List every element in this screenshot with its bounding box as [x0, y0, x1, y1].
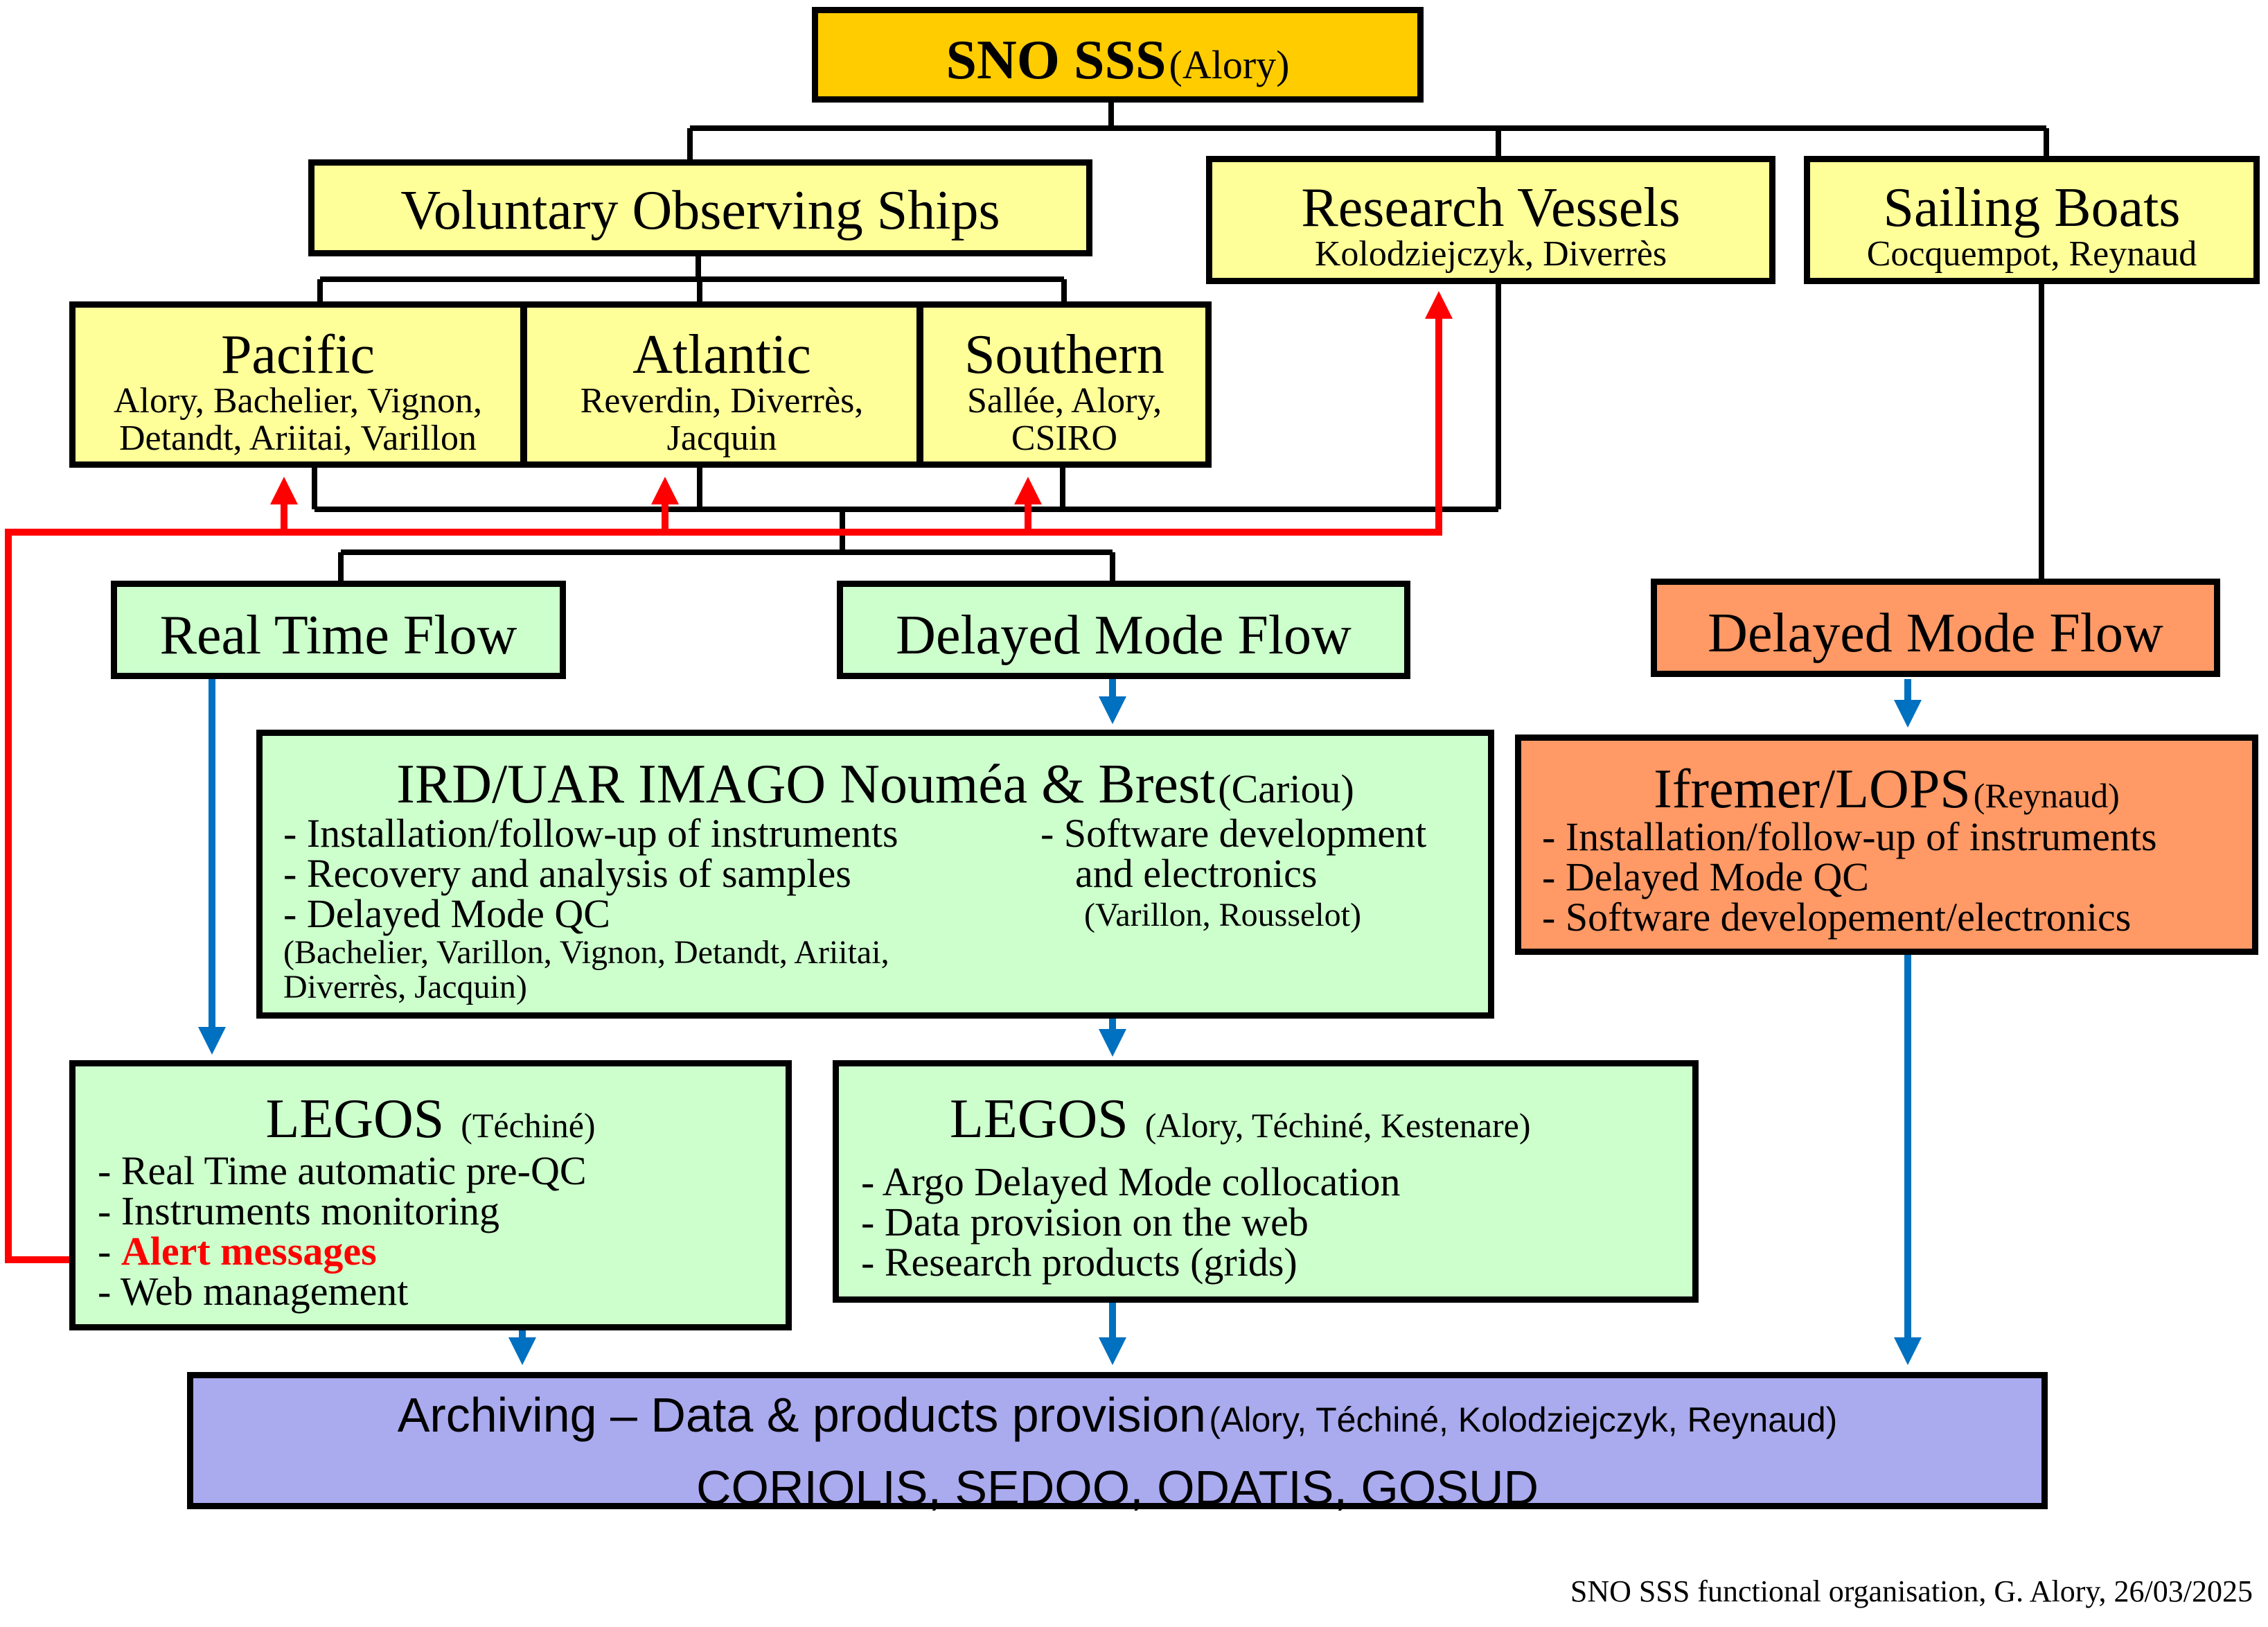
research-vessels-title: Research Vessels — [1301, 177, 1681, 238]
legos-dm-item-3: - Research products (grids) — [861, 1240, 1297, 1285]
ird-imago-box: IRD/UAR IMAGO Nouméa & Brest (Cariou) - … — [256, 730, 1494, 1019]
delayed-mode-flow-orange-box: Delayed Mode Flow — [1651, 579, 2220, 677]
legos-dm-box: LEGOS (Alory, Téchiné, Kestenare) - Argo… — [833, 1060, 1699, 1303]
ifremer-lead: (Reynaud) — [1973, 776, 2120, 815]
archiving-box: Archiving – Data & products provision (A… — [187, 1372, 2048, 1515]
atlantic-people-line2: Jacquin — [666, 419, 777, 458]
ird-right-item-2: and electronics — [1075, 851, 1318, 896]
ird-left-item-3: - Delayed Mode QC — [283, 891, 610, 936]
data-flow-arrows — [198, 679, 1922, 1365]
ird-lead: (Cariou) — [1218, 766, 1354, 811]
legos-rt-item-3-prefix: - — [98, 1229, 121, 1274]
legos-rt-item-4: - Web management — [98, 1269, 409, 1314]
legos-dm-item-2: - Data provision on the web — [861, 1199, 1309, 1245]
sailing-boats-title: Sailing Boats — [1883, 177, 2181, 238]
atlantic-people-line1: Reverdin, Diverrès, — [580, 381, 864, 421]
sailing-boats-people: Cocquempot, Reynaud — [1866, 234, 2197, 274]
real-time-flow-label: Real Time Flow — [159, 605, 517, 666]
legos-dm-lead: (Alory, Téchiné, Kestenare) — [1144, 1106, 1531, 1145]
legos-rt-item-3: - Alert messages — [98, 1231, 377, 1272]
ifremer-lops-box: Ifremer/LOPS (Reynaud) - Installation/fo… — [1515, 735, 2258, 955]
delayed-mode-flow-green-label: Delayed Mode Flow — [896, 605, 1352, 666]
atlantic-title: Atlantic — [632, 324, 811, 385]
delayed-mode-flow-orange-label: Delayed Mode Flow — [1708, 603, 2163, 664]
ifremer-item-2: - Delayed Mode QC — [1542, 854, 1869, 899]
atlantic-box: Atlantic Reverdin, Diverrès, Jacquin — [521, 301, 923, 468]
ird-title: IRD/UAR IMAGO Nouméa & Brest — [396, 754, 1216, 815]
pacific-box: Pacific Alory, Bachelier, Vignon, Detand… — [69, 301, 526, 468]
ird-left-item-1: - Installation/follow-up of instruments — [283, 811, 898, 856]
legos-rt-item-2: - Instruments monitoring — [98, 1188, 499, 1233]
ird-right-people: (Varillon, Rousselot) — [1084, 897, 1361, 933]
ifremer-item-1: - Installation/follow-up of instruments — [1542, 814, 2157, 859]
southern-people-line2: CSIRO — [1011, 419, 1118, 458]
legos-rt-item-1: - Real Time automatic pre-QC — [98, 1148, 587, 1193]
archiving-title: Archiving – Data & products provision — [397, 1388, 1206, 1442]
ifremer-item-3: - Software developement/electronics — [1542, 895, 2132, 940]
root-title: SNO SSS — [946, 30, 1167, 91]
pacific-people-line1: Alory, Bachelier, Vignon, — [113, 381, 482, 421]
southern-people-line1: Sallée, Alory, — [966, 381, 1162, 421]
legos-dm-title: LEGOS — [950, 1089, 1128, 1150]
archiving-lead: (Alory, Téchiné, Kolodziejczyk, Reynaud) — [1209, 1400, 1838, 1439]
legos-rt-box: LEGOS (Téchiné) - Real Time automatic pr… — [69, 1060, 792, 1330]
ird-right-item-1: - Software development — [1040, 811, 1427, 856]
legos-dm-item-1: - Argo Delayed Mode collocation — [861, 1159, 1401, 1204]
delayed-mode-flow-green-box: Delayed Mode Flow — [837, 581, 1410, 679]
pacific-title: Pacific — [220, 324, 375, 385]
real-time-flow-box: Real Time Flow — [111, 581, 566, 679]
archiving-centers: CORIOLIS, SEDOO, ODATIS, GOSUD — [696, 1461, 1539, 1515]
vos-title: Voluntary Observing Ships — [400, 180, 1000, 241]
legos-rt-title: LEGOS — [265, 1089, 445, 1150]
hierarchy-lines — [312, 100, 2049, 581]
legos-rt-lead: (Téchiné) — [461, 1106, 596, 1145]
ird-left-item-2: - Recovery and analysis of samples — [283, 851, 851, 896]
sailing-boats-box: Sailing Boats Cocquempot, Reynaud — [1804, 156, 2260, 284]
ifremer-title: Ifremer/LOPS — [1654, 759, 1971, 820]
alert-feedback-lines — [5, 291, 1453, 1263]
research-vessels-box: Research Vessels Kolodziejczyk, Diverrès — [1206, 156, 1775, 284]
root-box: SNO SSS (Alory) — [812, 7, 1424, 103]
root-lead: (Alory) — [1169, 42, 1290, 87]
research-vessels-people: Kolodziejczyk, Diverrès — [1314, 234, 1667, 274]
ird-left-people-2: Diverrès, Jacquin) — [283, 969, 527, 1005]
southern-box: Southern Sallée, Alory, CSIRO — [917, 301, 1212, 468]
footer-caption: SNO SSS functional organisation, G. Alor… — [1570, 1574, 2253, 1608]
vos-box: Voluntary Observing Ships — [308, 159, 1092, 256]
pacific-people-line2: Detandt, Ariitai, Varillon — [118, 419, 477, 458]
southern-title: Southern — [964, 324, 1164, 385]
ird-left-people-1: (Bachelier, Varillon, Vignon, Detandt, A… — [283, 934, 889, 971]
alert-messages: Alert messages — [121, 1229, 377, 1274]
